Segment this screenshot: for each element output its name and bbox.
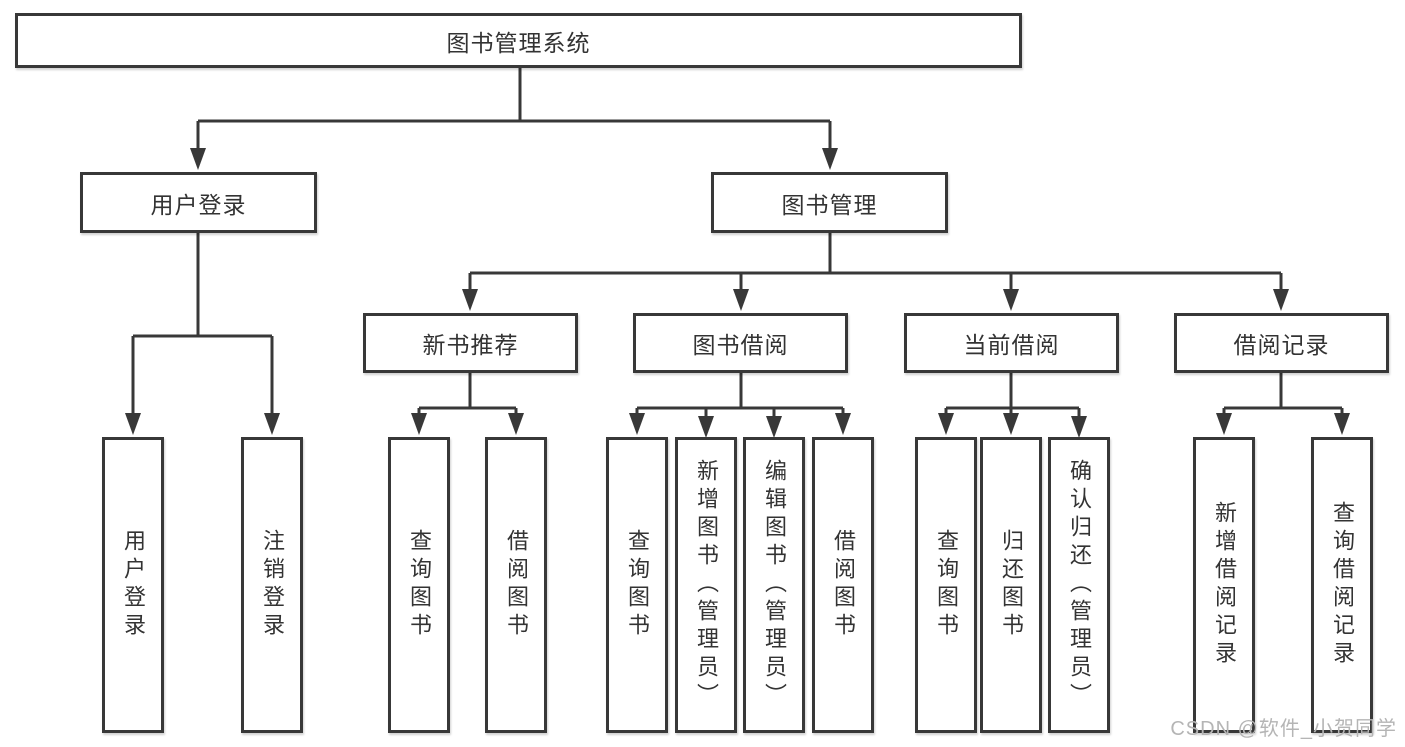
leaf-newbook-borrow: 借阅图书 [485, 437, 547, 733]
arrow-down-icon [766, 416, 782, 438]
connector-line [944, 373, 1081, 421]
leaf-current-confirm-admin: 确认归还（管理员） [1048, 437, 1110, 733]
leaf-record-add-label: 新增借阅记录 [1212, 501, 1237, 669]
arrow-down-icon [462, 289, 478, 311]
connector-new-book-to-leaves [411, 373, 524, 435]
leaf-borrow-book-label: 借阅图书 [831, 529, 856, 641]
arrow-down-icon [938, 413, 954, 435]
leaf-borrow-query-label: 查询图书 [625, 529, 650, 641]
leaf-current-return: 归还图书 [980, 437, 1042, 733]
connector-line [196, 68, 832, 152]
node-book-borrow-label: 图书借阅 [692, 332, 789, 358]
leaf-user-login-label: 用户登录 [121, 529, 146, 641]
arrow-down-icon [1273, 289, 1289, 311]
leaf-borrow-add-admin-label: 新增图书（管理员） [694, 459, 719, 711]
connector-line [635, 373, 845, 421]
leaf-newbook-query-label: 查询图书 [407, 529, 432, 641]
arrow-down-icon [264, 413, 280, 435]
leaf-record-add: 新增借阅记录 [1193, 437, 1255, 733]
arrow-down-icon [629, 413, 645, 435]
node-book-management-label: 图书管理 [781, 191, 878, 218]
leaf-user-login: 用户登录 [102, 437, 164, 733]
leaf-borrow-query: 查询图书 [606, 437, 668, 733]
connector-book-mgmt-to-level3 [462, 233, 1289, 311]
connector-line [1222, 373, 1344, 419]
connector-line [417, 373, 518, 419]
csdn-watermark: CSDN @软件_小贺同学 [1170, 718, 1397, 740]
leaf-current-query-label: 查询图书 [934, 529, 959, 641]
leaf-record-query: 查询借阅记录 [1311, 437, 1373, 733]
connector-borrow-to-leaves [629, 373, 851, 438]
arrow-down-icon [733, 289, 749, 311]
node-user-login: 用户登录 [80, 172, 317, 233]
arrow-down-icon [508, 413, 524, 435]
leaf-newbook-borrow-label: 借阅图书 [504, 529, 529, 641]
leaf-current-return-label: 归还图书 [999, 529, 1024, 641]
leaf-record-query-label: 查询借阅记录 [1330, 501, 1355, 669]
leaf-current-confirm-admin-label: 确认归还（管理员） [1067, 459, 1092, 711]
node-current-borrow: 当前借阅 [904, 313, 1119, 373]
connector-current-to-leaves [938, 373, 1087, 438]
connector-user-login-to-leaves [125, 233, 280, 435]
node-current-borrow-label: 当前借阅 [963, 332, 1060, 358]
leaf-borrow-book: 借阅图书 [812, 437, 874, 733]
connector-line [131, 233, 274, 417]
arrow-down-icon [1216, 413, 1232, 435]
node-root: 图书管理系统 [15, 13, 1022, 68]
arrow-down-icon [835, 413, 851, 435]
node-borrow-records-label: 借阅记录 [1233, 332, 1330, 358]
arrow-down-icon [1334, 413, 1350, 435]
node-new-book-recommend: 新书推荐 [363, 313, 578, 373]
leaf-borrow-edit-admin: 编辑图书（管理员） [743, 437, 805, 733]
node-root-label: 图书管理系统 [446, 29, 591, 56]
node-borrow-records: 借阅记录 [1174, 313, 1389, 373]
leaf-borrow-edit-admin-label: 编辑图书（管理员） [762, 459, 787, 711]
arrow-down-icon [698, 416, 714, 438]
leaf-borrow-add-admin: 新增图书（管理员） [675, 437, 737, 733]
connector-line [468, 233, 1283, 292]
arrow-down-icon [125, 413, 141, 435]
arrow-down-icon [1003, 413, 1019, 435]
arrow-down-icon [1003, 289, 1019, 311]
connector-records-to-leaves [1216, 373, 1350, 435]
arrow-down-icon [822, 148, 838, 170]
leaf-newbook-query: 查询图书 [388, 437, 450, 733]
connector-root-to-level2 [190, 68, 838, 170]
node-user-login-label: 用户登录 [150, 191, 247, 218]
arrow-down-icon [411, 413, 427, 435]
arrow-down-icon [1071, 416, 1087, 438]
arrow-down-icon [190, 148, 206, 170]
leaf-logout-label: 注销登录 [260, 529, 285, 641]
node-book-borrow: 图书借阅 [633, 313, 848, 373]
node-new-book-recommend-label: 新书推荐 [422, 332, 519, 358]
node-book-management: 图书管理 [711, 172, 948, 233]
leaf-current-query: 查询图书 [915, 437, 977, 733]
leaf-logout: 注销登录 [241, 437, 303, 733]
